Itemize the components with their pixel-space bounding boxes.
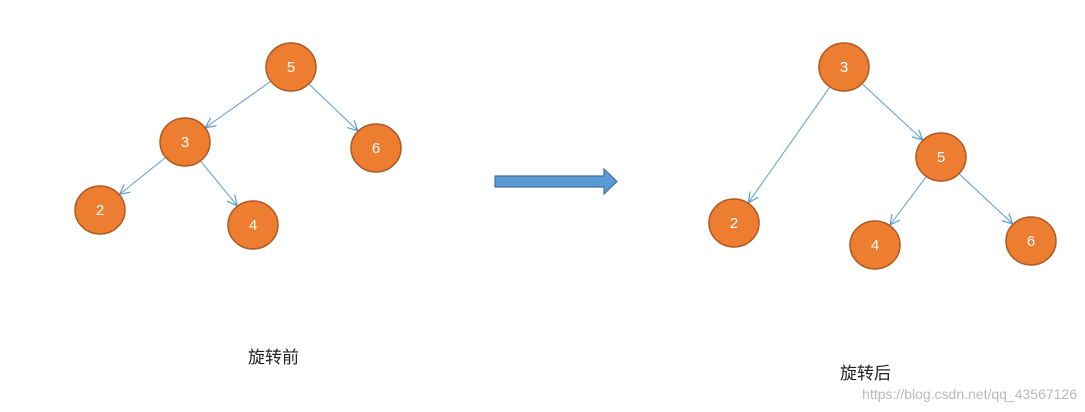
tree-node-after-5: 5 [915, 132, 967, 182]
tree-node-before-6: 6 [350, 123, 402, 173]
right-arrow-icon [494, 167, 618, 196]
edge-after-a5-a4 [890, 175, 927, 225]
node-label: 3 [840, 59, 848, 76]
tree-node-after-2: 2 [708, 198, 760, 248]
node-label: 2 [730, 215, 738, 232]
edge-before-b5-b3 [205, 80, 272, 128]
node-circle [915, 132, 967, 182]
tree-node-before-3: 3 [159, 117, 211, 167]
nodes-layer: 5 3 6 2 4 3 5 2 4 6 [74, 42, 1057, 270]
tree-node-after-6: 6 [1005, 216, 1057, 266]
caption-before-rotation: 旋转前 [248, 348, 299, 368]
node-circle [159, 117, 211, 167]
watermark-url: https://blog.csdn.net/qq_43567126 [862, 386, 1077, 402]
tree-node-before-4: 4 [227, 200, 279, 250]
node-circle [818, 42, 870, 92]
tree-node-before-2: 2 [74, 185, 126, 235]
edge-before-b3-b2 [120, 156, 167, 194]
caption-after-rotation: 旋转后 [840, 364, 891, 384]
node-label: 6 [1027, 233, 1035, 250]
edge-after-a3-a5 [861, 82, 923, 140]
tree-node-after-3: 3 [818, 42, 870, 92]
node-label: 4 [249, 217, 257, 234]
node-label: 3 [181, 134, 189, 151]
edge-before-b3-b4 [199, 160, 237, 206]
node-circle [350, 123, 402, 173]
edges-layer [120, 80, 1013, 225]
tree-node-before-5: 5 [265, 42, 317, 92]
node-circle [849, 220, 901, 270]
edge-after-a3-a2 [748, 86, 831, 203]
node-label: 5 [937, 149, 945, 166]
node-circle [708, 198, 760, 248]
node-label: 4 [871, 237, 879, 254]
node-label: 5 [287, 59, 295, 76]
node-circle [227, 200, 279, 250]
edge-before-b5-b6 [308, 83, 358, 131]
node-circle [265, 42, 317, 92]
node-circle [74, 185, 126, 235]
node-label: 6 [372, 140, 380, 157]
tree-node-after-4: 4 [849, 220, 901, 270]
node-label: 2 [96, 202, 104, 219]
node-circle [1005, 216, 1057, 266]
edge-after-a5-a6 [958, 173, 1013, 224]
transition-arrow [494, 167, 618, 196]
